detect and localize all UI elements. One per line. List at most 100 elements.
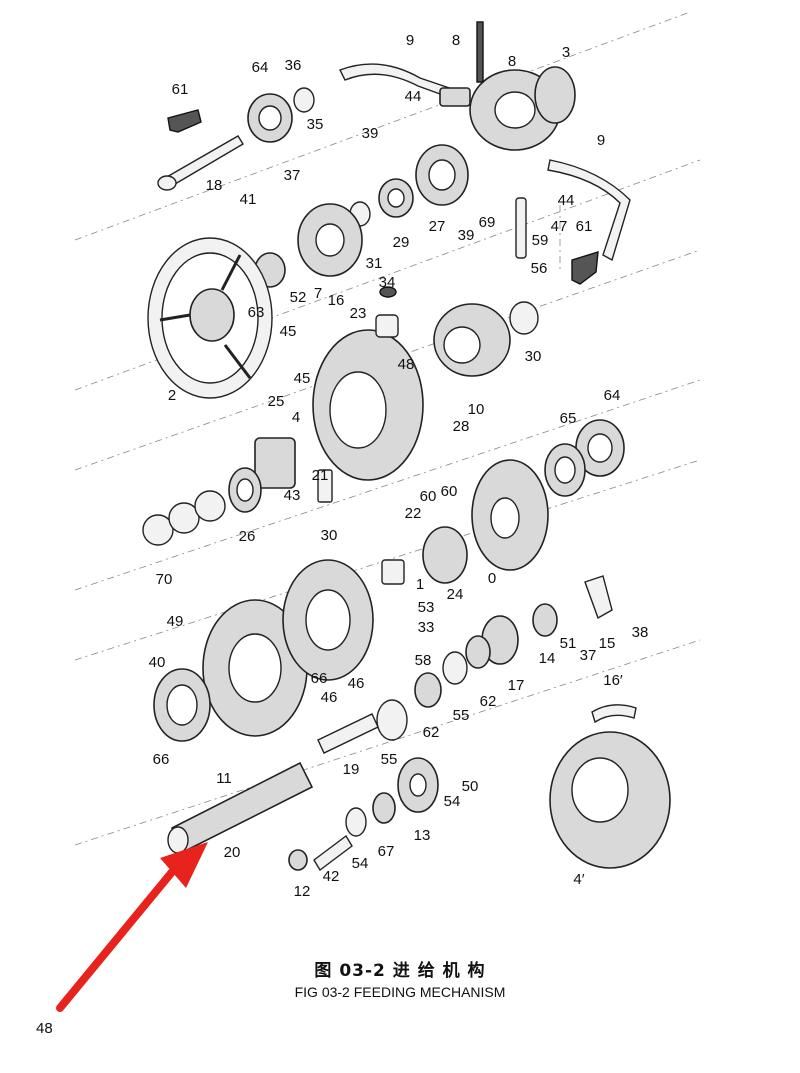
housing-4-prime	[549, 704, 671, 869]
part-label: 8	[508, 53, 516, 70]
part-label: 61	[172, 81, 189, 98]
handle-knob-61-right	[571, 251, 599, 285]
part-label: 46	[321, 689, 338, 706]
shaft-20-end	[167, 826, 189, 854]
part-label: 2	[168, 387, 176, 404]
part-label: 19	[343, 761, 360, 778]
part-label: 7	[314, 285, 322, 302]
ring-34	[379, 286, 397, 298]
part-label: 62	[480, 693, 497, 710]
part-label: 26	[239, 528, 256, 545]
part-label: 60	[441, 483, 458, 500]
part-label: 4	[292, 409, 300, 426]
block-23	[375, 314, 399, 338]
part-label: 63	[248, 304, 265, 321]
page-number: 48	[36, 1020, 53, 1037]
bearing-62	[465, 635, 491, 669]
handwheel-spoke	[220, 254, 242, 291]
part-label: 62	[423, 724, 440, 741]
part-label: 33	[418, 619, 435, 636]
part-label: 23	[350, 305, 367, 322]
part-label: 66	[153, 751, 170, 768]
part-label: 44	[405, 88, 422, 105]
cover-16-prime	[591, 704, 637, 724]
handwheel-spoke	[159, 313, 191, 322]
figure-title-chinese: 图 03-2 进 给 机 构	[314, 961, 486, 981]
part-label: 66	[311, 670, 328, 687]
part-label: 9	[597, 132, 605, 149]
part-label: 43	[284, 487, 301, 504]
figure-title-english: FIG 03-2 FEEDING MECHANISM	[294, 984, 506, 1000]
washer-36	[293, 87, 315, 113]
handle-knob-61-left	[167, 109, 202, 133]
part-label: 16′	[603, 672, 623, 689]
flange-66-bore	[228, 633, 282, 703]
splined-shaft-20	[170, 761, 314, 854]
pin-42	[313, 834, 353, 872]
ball-ring	[142, 514, 174, 546]
sleeve-27-bore	[428, 159, 456, 191]
part-label: 30	[321, 527, 338, 544]
hub-bore	[494, 91, 536, 129]
part-label: 38	[632, 624, 649, 641]
ball-ring	[168, 502, 200, 534]
ball-ring	[194, 490, 226, 522]
bearing-64-bore	[258, 105, 282, 131]
part-label: 64	[604, 387, 621, 404]
spring-59	[515, 197, 527, 259]
ring-55-low	[376, 699, 408, 741]
annotation-arrow-shaft	[56, 868, 176, 1012]
part-label: 1	[416, 576, 424, 593]
part-label: 41	[240, 191, 257, 208]
part-label: 52	[290, 289, 307, 306]
housing-4-prime-bore	[571, 757, 629, 823]
gear-0-bore	[490, 497, 520, 539]
part-label: 67	[378, 843, 395, 860]
part-label: 42	[323, 868, 340, 885]
gear-14	[532, 603, 558, 637]
ring-54	[345, 807, 367, 837]
part-label: 21	[312, 467, 329, 484]
rod-18-head	[157, 175, 177, 191]
pin-21	[317, 469, 333, 503]
bearing-66-bore	[166, 684, 198, 726]
part-label: 55	[381, 751, 398, 768]
part-label: 60	[420, 488, 437, 505]
part-label: 58	[415, 652, 432, 669]
annotation-arrow-head	[160, 842, 208, 888]
bearing-65-bore	[554, 456, 576, 484]
part-label: 4′	[573, 871, 584, 888]
rod-18	[164, 135, 244, 188]
part-label: 16	[328, 292, 345, 309]
part-label: 17	[508, 677, 525, 694]
part-label: 9	[406, 32, 414, 49]
part-label: 61	[576, 218, 593, 235]
part-label: 49	[167, 613, 184, 630]
part-label: 13	[414, 827, 431, 844]
part-label: 28	[453, 418, 470, 435]
sleeve-1	[381, 559, 405, 585]
part-label: 18	[206, 177, 223, 194]
part-label: 45	[280, 323, 297, 340]
ball-rings-70	[142, 490, 226, 546]
part-label: 24	[447, 586, 464, 603]
bearing-62-low	[414, 672, 442, 708]
bush-29-bore	[387, 188, 405, 208]
middle-assembly	[228, 301, 625, 585]
part-label: 12	[294, 883, 311, 900]
plate-7-bore	[315, 223, 345, 257]
part-label: 3	[562, 44, 570, 61]
part-label: 0	[488, 570, 496, 587]
part-label: 37	[284, 167, 301, 184]
bearing-67	[372, 792, 396, 824]
part-label: 25	[268, 393, 285, 410]
part-label: 44	[558, 192, 575, 209]
housing-10-bore	[329, 371, 387, 449]
part-label: 14	[539, 650, 556, 667]
bearing-64-mid-bore	[587, 433, 613, 463]
part-label: 36	[285, 57, 302, 74]
gear-13-bore	[409, 773, 427, 797]
part-label: 27	[429, 218, 446, 235]
